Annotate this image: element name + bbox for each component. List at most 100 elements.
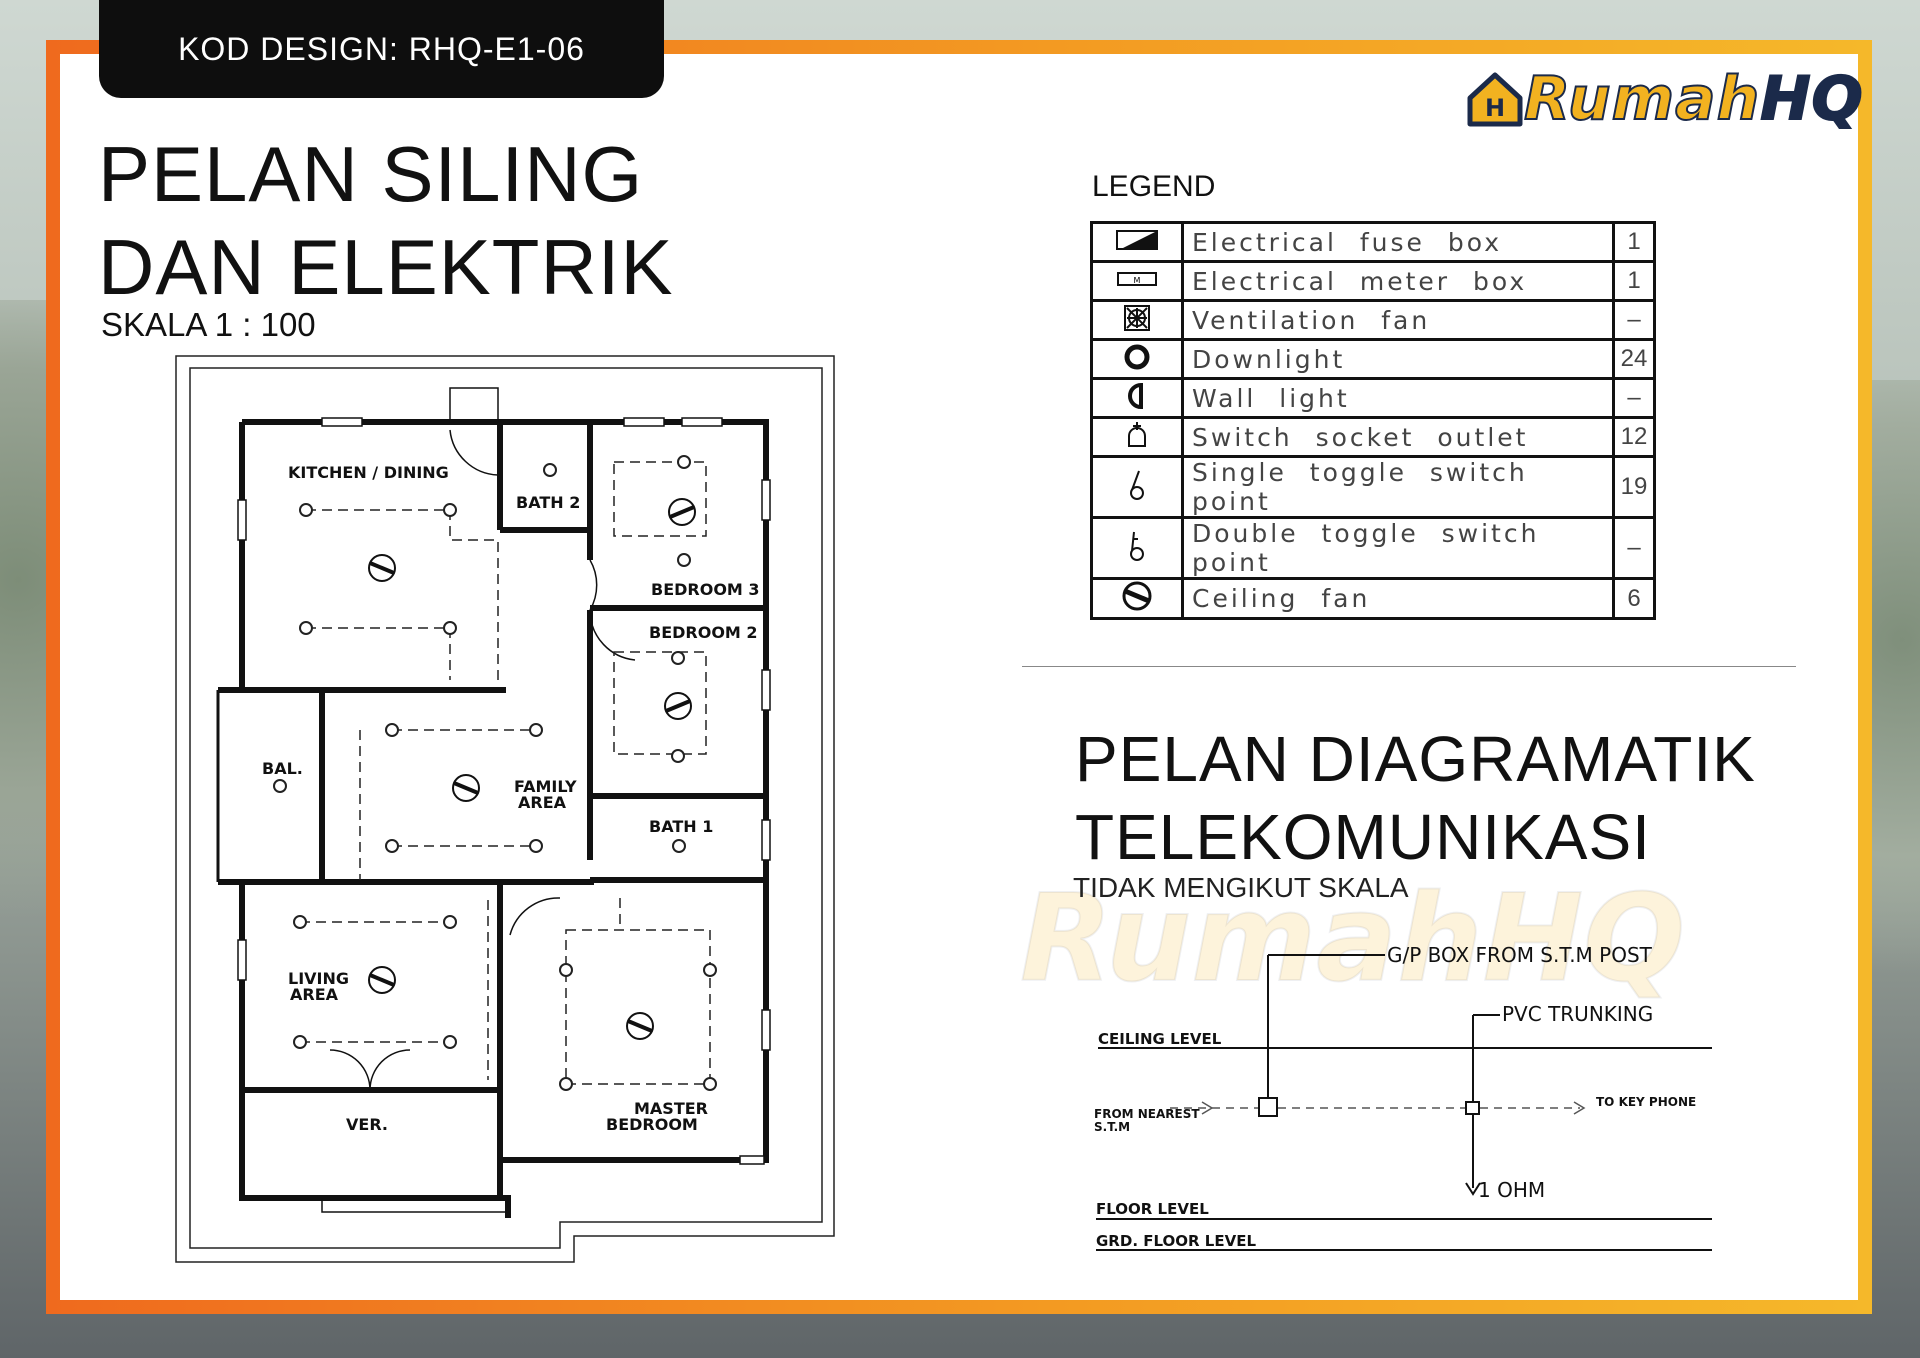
legend-row: Ventilation fan – [1090, 299, 1656, 341]
site-boundary-outer [175, 355, 835, 1263]
title-line-1: PELAN SILING [98, 130, 644, 218]
door-swing-kitchen [449, 429, 499, 476]
legend-row: Double toggle switch point – [1090, 516, 1656, 580]
pvc-label: PVC TRUNKING [1502, 1002, 1653, 1026]
legend-label: Ceiling fan [1181, 577, 1615, 620]
telecom-diagram: G/P BOX FROM S.T.M POST PVC TRUNKING CEI… [1094, 943, 1712, 1251]
room-label-bedroom3: BEDROOM 3 [651, 580, 760, 599]
legend-qty: 12 [1612, 416, 1656, 458]
rumahhq-logo: H RumahHQ [1466, 63, 1864, 135]
meter-box-icon: M [1090, 260, 1184, 302]
legend-qty: 19 [1612, 455, 1656, 519]
room-label-bedroom2: BEDROOM 2 [649, 623, 758, 642]
tele-title-line-1: PELAN DIAGRAMATIK [1075, 723, 1756, 795]
room-label-bath2: BATH 2 [516, 493, 580, 512]
gp-box-icon [1258, 1097, 1278, 1117]
window-marks [237, 417, 771, 1165]
house-logo-icon: H [1467, 72, 1523, 127]
legend-qty: 1 [1612, 260, 1656, 302]
room-label-family-1: FAMILY [514, 777, 577, 796]
legend-row: Wall light – [1090, 377, 1656, 419]
design-code-tab: KOD DESIGN: RHQ-E1-06 [99, 0, 664, 98]
legend-label: Ventilation fan [1181, 299, 1615, 341]
tele-title-line-2: TELEKOMUNIKASI [1075, 801, 1651, 873]
legend-qty: – [1612, 299, 1656, 341]
ohm-label: 1 OHM [1478, 1178, 1545, 1202]
legend-row: Downlight 24 [1090, 338, 1656, 380]
gp-box-label: G/P BOX FROM S.T.M POST [1387, 943, 1653, 967]
pvc-junction-icon [1465, 1101, 1480, 1115]
door-swing-master [509, 897, 561, 936]
section-divider [1022, 666, 1796, 667]
door-swing-ver-left [329, 1049, 371, 1091]
downlight-markers [273, 455, 717, 1091]
door-swing-bedroom3 [589, 559, 598, 611]
room-label-bath1: BATH 1 [649, 817, 713, 836]
single-toggle-switch-icon [1090, 455, 1184, 519]
room-label-family-2: AREA [518, 793, 567, 812]
steps-front [321, 1198, 509, 1213]
floor-plan: KITCHEN / DINING BATH 2 BEDROOM 3 BEDROO… [175, 355, 835, 1263]
logo-wordmark: RumahHQ [1523, 63, 1864, 135]
ceiling-level-label: CEILING LEVEL [1098, 1030, 1222, 1048]
wiring-bedroom3 [613, 461, 707, 537]
double-toggle-switch-icon [1090, 516, 1184, 580]
ceiling-fan-icon [1090, 577, 1184, 620]
legend-row: M Electrical meter box 1 [1090, 260, 1656, 302]
legend-table: Electrical fuse box 1 M Electrical meter… [1090, 221, 1656, 620]
ceiling-fan-markers [368, 498, 696, 1040]
legend-row: Switch socket outlet 12 [1090, 416, 1656, 458]
downlight-icon [1090, 338, 1184, 380]
wall-verandah [239, 1090, 508, 1201]
logo-part-1: Rumah [1523, 63, 1761, 135]
legend-row: Ceiling fan 6 [1090, 577, 1656, 620]
entry-step [449, 387, 499, 423]
ventilation-fan-icon [1090, 299, 1184, 341]
logo-watermark: RumahHQ [1019, 869, 1686, 1010]
legend-label: Downlight [1181, 338, 1615, 380]
site-boundary-inner [189, 367, 823, 1249]
room-label-master-2: BEDROOM [606, 1115, 698, 1134]
wall-light-icon [1090, 377, 1184, 419]
legend-qty: 24 [1612, 338, 1656, 380]
tele-title: PELAN DIAGRAMATIK TELEKOMUNIKASI [1075, 720, 1756, 876]
page-title: PELAN SILING DAN ELEKTRIK [98, 128, 673, 314]
legend-qty: – [1612, 377, 1656, 419]
from-nearest-label: FROM NEAREST [1094, 1107, 1200, 1121]
ohm-arrow-icon [1465, 1182, 1481, 1196]
room-label-master-1: MASTER [634, 1099, 708, 1118]
title-line-2: DAN ELEKTRIK [98, 223, 674, 311]
stm-label: S.T.M [1094, 1120, 1130, 1134]
grd-floor-level-label: GRD. FLOOR LEVEL [1096, 1232, 1256, 1250]
legend-label: Wall light [1181, 377, 1615, 419]
legend-row: Single toggle switch point 19 [1090, 455, 1656, 519]
socket-outlet-icon [1090, 416, 1184, 458]
wiring-bedroom2 [613, 651, 707, 755]
fuse-box-icon [1090, 221, 1184, 263]
legend-qty: – [1612, 516, 1656, 580]
wiring-kitchen-drop [449, 510, 499, 680]
room-label-kitchen: KITCHEN / DINING [288, 463, 449, 482]
arrow-in-icon [1201, 1101, 1214, 1115]
room-label-living-2: AREA [290, 985, 339, 1004]
door-swing-ver-right [369, 1049, 411, 1091]
floor-level-label: FLOOR LEVEL [1096, 1200, 1209, 1218]
door-swing-bedroom2 [589, 611, 636, 661]
svg-text:M: M [1134, 276, 1141, 285]
legend-label: Switch socket outlet [1181, 416, 1615, 458]
logo-part-2: HQ [1759, 63, 1864, 135]
wiring-master [565, 929, 711, 1085]
arrow-out-icon [1573, 1101, 1586, 1115]
svg-text:H: H [1485, 94, 1505, 122]
room-label-ver: VER. [346, 1115, 388, 1134]
legend-label: Electrical meter box [1181, 260, 1615, 302]
room-label-living-1: LIVING [288, 969, 349, 988]
key-phone-label: TO KEY PHONE [1596, 1095, 1696, 1109]
legend-label: Electrical fuse box [1181, 221, 1615, 263]
legend-qty: 1 [1612, 221, 1656, 263]
legend-title: LEGEND [1092, 170, 1216, 203]
tele-subtitle: TIDAK MENGIKUT SKALA [1073, 872, 1409, 903]
scale-label: SKALA 1 : 100 [101, 306, 316, 343]
legend-label: Single toggle switch point [1181, 455, 1615, 519]
legend-row: Electrical fuse box 1 [1090, 221, 1656, 263]
